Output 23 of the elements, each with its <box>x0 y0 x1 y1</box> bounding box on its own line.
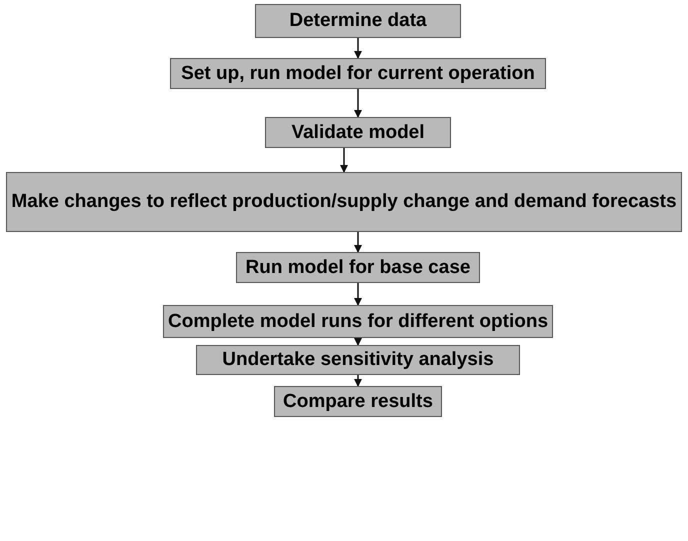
process-box <box>274 386 442 417</box>
step-text: Validate model <box>291 120 425 144</box>
process-box <box>170 58 546 89</box>
step-text: Determine data <box>289 9 427 33</box>
process-box <box>255 4 461 38</box>
process-box <box>236 252 480 283</box>
arrow <box>340 148 348 173</box>
arrow <box>354 283 362 306</box>
step-text: Run model for base case <box>246 256 470 280</box>
process-box <box>196 345 520 375</box>
arrow <box>354 38 362 59</box>
process-box <box>163 305 553 338</box>
arrow <box>354 232 362 253</box>
arrow <box>354 89 362 118</box>
step-text: Complete model runs for different options <box>168 310 548 334</box>
step-text: Undertake sensitivity analysis <box>222 348 494 372</box>
process-box <box>265 117 451 148</box>
process-box <box>6 172 682 232</box>
step-text: Make changes to reflect production/supply change and demand forecasts <box>11 190 677 214</box>
step-text: Compare results <box>283 390 433 414</box>
step-text: Set up, run model for current operation <box>181 62 535 86</box>
arrow <box>354 338 362 346</box>
arrow <box>354 375 362 387</box>
